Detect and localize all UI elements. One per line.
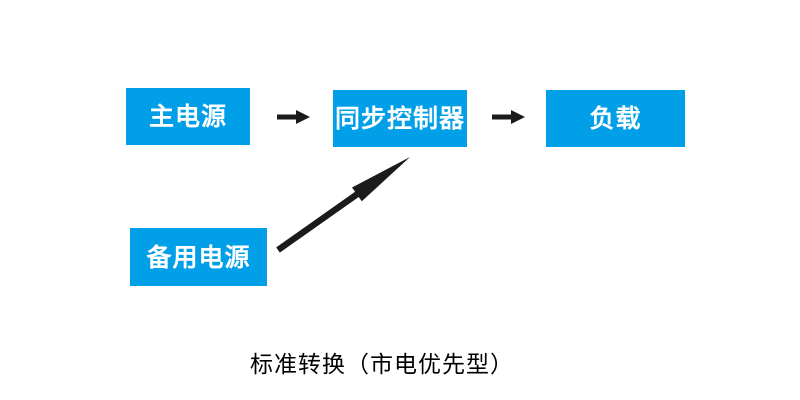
node-sync-controller: 同步控制器: [333, 90, 467, 147]
arrow-right-icon: [492, 110, 525, 124]
node-sync-controller-label: 同步控制器: [334, 104, 465, 133]
node-main-power-label: 主电源: [148, 102, 227, 131]
arrow-right-icon: [277, 110, 310, 124]
arrow-up-right-shape: [276, 157, 410, 253]
node-backup-power: 备用电源: [130, 228, 267, 286]
node-main-power: 主电源: [126, 88, 250, 145]
arrow-up-right-icon: [276, 157, 410, 253]
node-load: 负载: [546, 90, 685, 147]
node-load-label: 负载: [589, 104, 642, 133]
arrow-right-shape: [277, 110, 310, 124]
node-backup-power-label: 备用电源: [146, 242, 251, 272]
arrow-right-shape: [492, 110, 525, 124]
diagram-caption: 标准转换（市电优先型）: [250, 352, 514, 378]
